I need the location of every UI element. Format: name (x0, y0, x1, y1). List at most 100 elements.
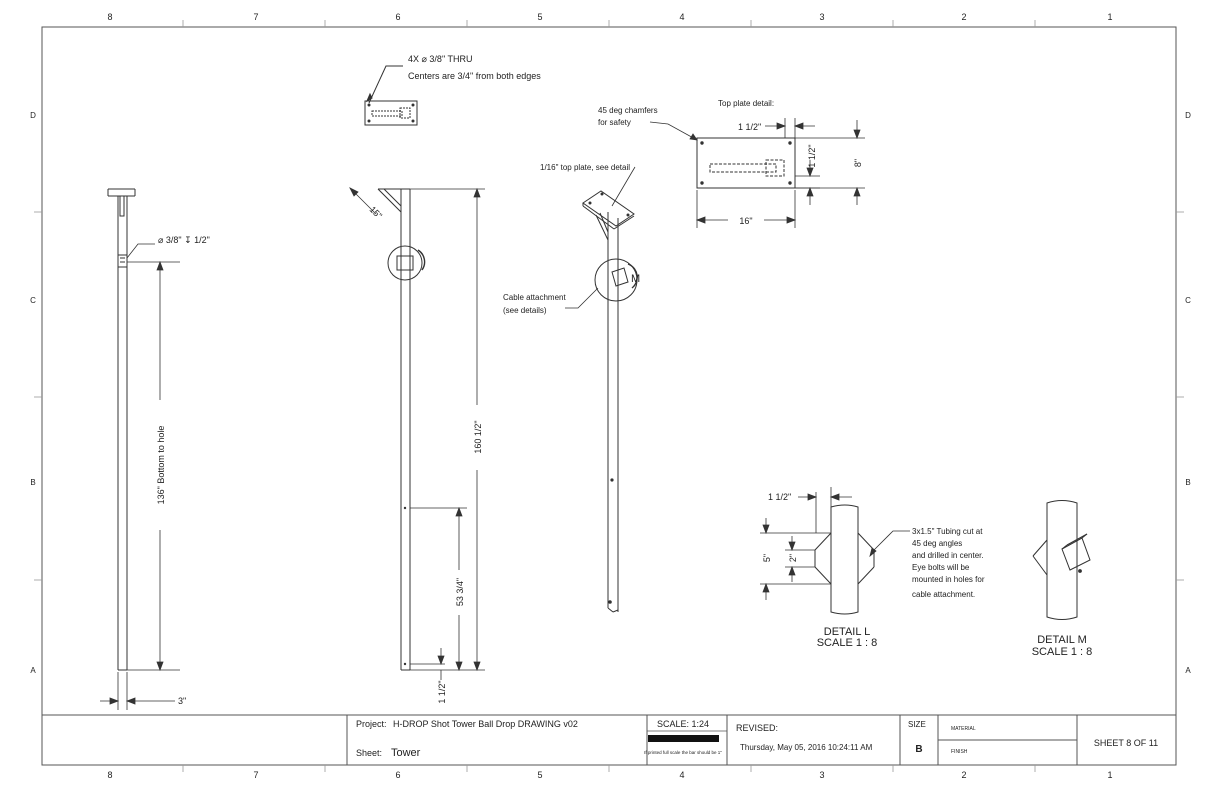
project-value: H-DROP Shot Tower Ball Drop DRAWING v02 (393, 719, 578, 729)
dim-bottom-to-hole-label: 136" Bottom to hole (156, 426, 166, 505)
detail-m-view (1032, 500, 1091, 620)
material-label: MATERIAL (951, 726, 976, 732)
zone-col-bottom: 6 (395, 770, 400, 780)
hole-callout-line2: Centers are 3/4" from both edges (408, 71, 541, 81)
dim-hole-callout (126, 243, 155, 259)
dim-hole-dia-label: ⌀ 3/8" ↧ 1/2" (158, 235, 210, 245)
leader-cable (565, 287, 599, 309)
dim-mid-height (410, 506, 467, 672)
cable-note-line2: (see details) (503, 306, 547, 315)
dim-plate-hole-x (765, 118, 815, 138)
dim-bottom-offset-label: 1 1/2" (437, 680, 447, 703)
chamfer-note-line2: for safety (598, 118, 631, 127)
tower-front-view (377, 188, 423, 671)
leader-top-plate (611, 166, 636, 207)
dim-plate-hole-y-label: 1 1/2" (807, 144, 817, 167)
dim-detail-l-offset (798, 487, 852, 533)
zone-row-right: B (1185, 478, 1190, 487)
detail-l-title: DETAIL L (824, 626, 870, 638)
tubing-note-line: mounted in holes for (912, 575, 985, 584)
zone-row-right: D (1185, 111, 1191, 120)
zone-row-left: C (30, 296, 36, 305)
tubing-note-line: Eye bolts will be (912, 563, 970, 572)
tower-hole-mark (403, 506, 407, 510)
leader-tubing (869, 530, 910, 558)
revised-label: REVISED: (736, 723, 778, 733)
scale-bar (648, 735, 719, 742)
zone-col-bottom: 7 (253, 770, 258, 780)
zone-col-bottom: 3 (819, 770, 824, 780)
plate-top-view-small (364, 65, 418, 126)
zone-row-left: D (30, 111, 36, 120)
zone-col-top: 8 (107, 12, 112, 22)
detail-l-view (814, 504, 875, 615)
zone-ticks (34, 20, 1184, 772)
zone-col-top: 4 (679, 12, 684, 22)
dim-base-width (100, 672, 175, 710)
dim-detail-l-inner (785, 536, 815, 582)
dim-detail-l-inner-label: 2" (788, 554, 798, 562)
tower-side-view (107, 188, 136, 671)
tubing-note-line: 45 deg angles (912, 539, 962, 548)
detail-m-marker: M (631, 273, 640, 285)
dim-detail-l-total (760, 518, 831, 600)
zone-row-right: C (1185, 296, 1191, 305)
dim-plate-height-label: 8" (853, 159, 863, 167)
detail-l-scale: SCALE 1 : 8 (817, 637, 878, 649)
revised-value: Thursday, May 05, 2016 10:24:11 AM (740, 743, 873, 752)
title-block-grid (42, 714, 1176, 765)
tubing-note-line: and drilled in center. (912, 551, 984, 560)
dim-detail-l-total-label: 5" (762, 554, 772, 562)
tower-isometric-view (582, 190, 638, 613)
zone-row-left: A (30, 666, 36, 675)
cable-note-line1: Cable attachment (503, 293, 566, 302)
dim-plate-height (795, 120, 865, 205)
outer-frame (41, 26, 1177, 766)
zone-col-top: 7 (253, 12, 258, 22)
dim-total-height-label: 160 1/2" (473, 420, 483, 453)
tubing-note-line: cable attachment. (912, 590, 975, 599)
zone-row-right: A (1185, 666, 1191, 675)
project-label: Project: (356, 719, 387, 729)
zone-col-top: 5 (537, 12, 542, 22)
size-label: SIZE (908, 720, 926, 729)
sheet-label: Sheet: (356, 748, 382, 758)
scale-label: SCALE: 1:24 (657, 719, 709, 729)
dim-bottom-to-hole (127, 260, 180, 672)
sheet-value: Tower (391, 747, 421, 759)
dim-mid-height-label: 53 3/4" (455, 578, 465, 606)
zone-col-bottom: 8 (107, 770, 112, 780)
tower-hole-mark (403, 662, 407, 666)
tubing-note-line: 3x1.5" Tubing cut at (912, 527, 983, 536)
zone-col-top: 3 (819, 12, 824, 22)
sheet-number: SHEET 8 OF 11 (1094, 738, 1158, 748)
dim-bottom-offset (410, 648, 445, 680)
zone-col-top: 2 (961, 12, 966, 22)
dim-base-width-label: 3" (178, 696, 186, 706)
chamfer-note-line1: 45 deg chamfers (598, 106, 658, 115)
zone-col-bottom: 1 (1107, 770, 1112, 780)
scale-note: If printed full scale the bar should be … (644, 750, 722, 755)
finish-label: FINISH (951, 749, 968, 755)
zone-col-top: 1 (1107, 12, 1112, 22)
zone-col-bottom: 4 (679, 770, 684, 780)
top-plate-title: Top plate detail: (718, 99, 774, 108)
hole-callout-line1: 4X ⌀ 3/8" THRU (408, 54, 472, 64)
dim-plate-width (695, 190, 797, 228)
zone-col-bottom: 5 (537, 770, 542, 780)
detail-m-scale: SCALE 1 : 8 (1032, 646, 1093, 658)
dim-brace-label: 15" (368, 204, 384, 220)
view-rotation-arrow (627, 263, 638, 289)
top-plate-note: 1/16" top plate, see detail (540, 163, 630, 172)
zone-col-bottom: 2 (961, 770, 966, 780)
top-plate-detail (696, 137, 796, 189)
view-rotation-arrow (417, 249, 426, 271)
dim-plate-hole-x-label: 1 1/2" (738, 122, 761, 132)
dim-brace (349, 187, 377, 215)
dim-total-height (410, 187, 485, 672)
dim-detail-l-offset-label: 1 1/2" (768, 492, 791, 502)
zone-col-top: 6 (395, 12, 400, 22)
detail-m-title: DETAIL M (1037, 634, 1087, 646)
dim-plate-width-label: 16" (739, 216, 752, 226)
